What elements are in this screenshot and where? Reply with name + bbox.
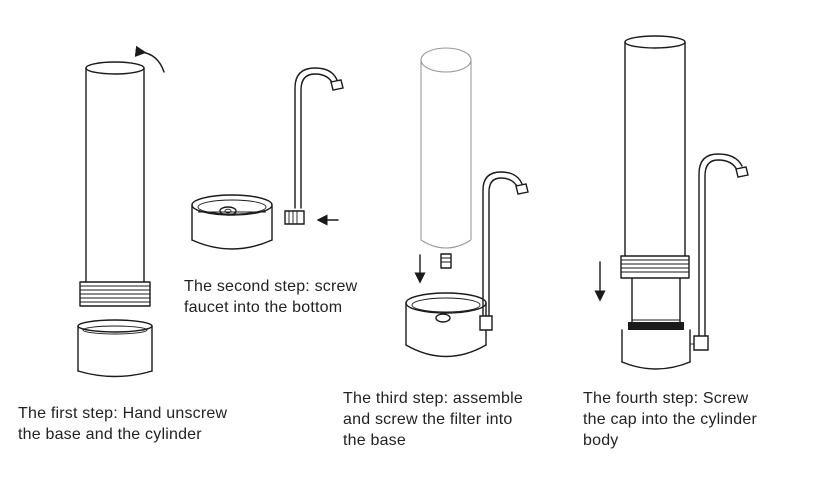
cap-cylinder (620, 35, 690, 279)
step2-caption: The second step: screw faucet into the b… (184, 276, 357, 318)
step1-caption-line: the base and the cylinder (18, 426, 202, 443)
step1-illustration (77, 45, 165, 378)
base-cup-open (191, 194, 273, 250)
inner-sleeve (628, 277, 684, 330)
base-cup-with-faucet (405, 171, 529, 358)
step3-caption-line: and screw the filter into (343, 411, 513, 428)
base-with-faucet (621, 153, 749, 370)
step4-caption: The fourth step: Screw the cap into the … (583, 388, 757, 451)
step2-caption-line: The second step: screw (184, 278, 358, 295)
filter-cartridge (420, 47, 472, 269)
step3-caption: The third step: assemble and screw the f… (343, 388, 523, 451)
step4-illustration (594, 35, 749, 370)
step3-illustration (405, 47, 529, 358)
cylinder-body (85, 61, 145, 283)
step4-caption-line: body (583, 432, 619, 449)
step2-illustration (191, 67, 344, 250)
step1-caption-line: The first step: Hand unscrew (18, 405, 228, 422)
rotate-arrow-icon (134, 45, 165, 73)
step2-caption-line: faucet into the bottom (184, 299, 343, 316)
base-cup (77, 319, 153, 378)
step1-caption: The first step: Hand unscrew the base an… (18, 403, 227, 445)
faucet-spout (284, 67, 344, 225)
step3-caption-line: The third step: assemble (343, 390, 523, 407)
cylinder-thread (79, 281, 151, 307)
step3-caption-line: the base (343, 432, 406, 449)
step4-caption-line: The fourth step: Screw (583, 390, 749, 407)
step4-caption-line: the cap into the cylinder (583, 411, 757, 428)
